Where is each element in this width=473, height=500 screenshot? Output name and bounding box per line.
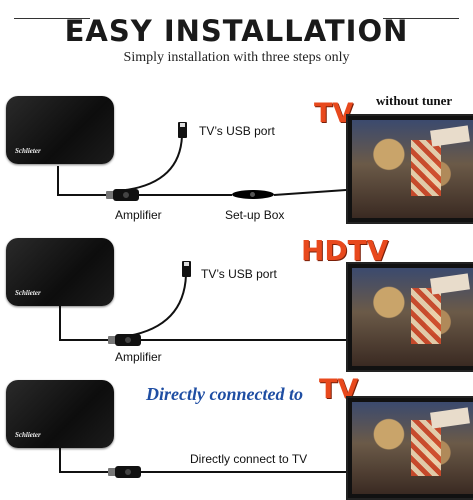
row2-antenna-brand: Schlieter xyxy=(15,289,41,297)
row3-antenna: Schlieter xyxy=(6,380,114,448)
row3-direct-heading: Directly connected to xyxy=(146,384,303,404)
header-line-right xyxy=(383,18,459,19)
row2-antenna-cable xyxy=(59,306,114,341)
row3-direct-label: Directly connect to TV xyxy=(190,452,308,466)
row2-amplifier xyxy=(115,334,141,346)
row3-amplifier xyxy=(115,466,141,478)
row2-coax-connector xyxy=(108,336,116,344)
row2-usb-cable xyxy=(127,274,187,337)
row3-antenna-cable xyxy=(59,446,114,473)
row2-tv-screen xyxy=(352,268,473,366)
row1-usb-cable xyxy=(125,135,183,191)
page-subtitle: Simply installation with three steps onl… xyxy=(123,50,350,65)
row1-coax-connector xyxy=(106,191,114,199)
row2-tv-label: HDTV xyxy=(301,234,389,267)
row1-usb-label: TV’s USB port xyxy=(199,124,275,138)
row1-antenna: Schlieter xyxy=(6,96,114,164)
row1-antenna-brand: Schlieter xyxy=(15,147,41,155)
row1-amplifier-label: Amplifier xyxy=(115,208,162,222)
row3-tv-screen xyxy=(352,402,473,494)
header-line-left xyxy=(14,18,90,19)
row1-setup-box xyxy=(232,190,274,199)
row1-setup-box-label: Set-up Box xyxy=(225,208,285,222)
row1-amplifier xyxy=(113,189,139,201)
row1-antenna-cable xyxy=(57,166,112,196)
row3-antenna-brand: Schlieter xyxy=(15,431,41,439)
row2-amplifier-label: Amplifier xyxy=(115,350,162,364)
row2-tv xyxy=(346,262,473,372)
row2-usb-label: TV’s USB port xyxy=(201,267,277,281)
row1-tv-note: without tuner xyxy=(376,93,453,108)
row1-tv-screen xyxy=(352,120,473,218)
row3-coax-connector xyxy=(108,468,116,476)
row3-tv xyxy=(346,396,473,500)
row1-tv-cable xyxy=(273,189,347,196)
page-title: EASY INSTALLATION xyxy=(64,14,409,48)
row2-antenna: Schlieter xyxy=(6,238,114,306)
row1-tv xyxy=(346,114,473,224)
